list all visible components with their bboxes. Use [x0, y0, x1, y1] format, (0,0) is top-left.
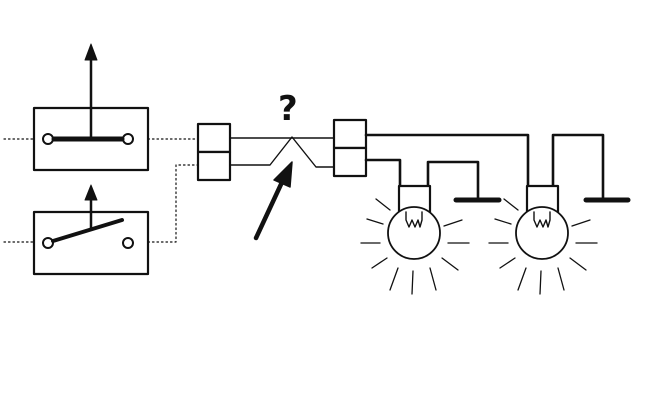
lamp-right-bulb — [515, 206, 569, 260]
ground-lead-left — [426, 160, 480, 201]
wire-between-connectors-lower — [229, 136, 335, 168]
switch-closed-actuator-arrowhead — [84, 43, 98, 61]
connector-right-lower — [332, 146, 368, 178]
lamp-right-filament — [533, 211, 551, 228]
lamp-left-bulb — [387, 206, 441, 260]
lamp-right-rays — [488, 198, 598, 295]
connector-left — [196, 122, 232, 182]
fault-pointer-arrowhead — [273, 161, 293, 188]
wire-to-lamp-left — [364, 158, 402, 188]
fault-pointer-shaft — [253, 177, 286, 241]
lamp-left — [360, 184, 470, 295]
connector-right-upper — [332, 118, 368, 150]
lamp-left-filament — [405, 211, 423, 228]
lamp-right — [488, 184, 598, 295]
ground-lead-right — [551, 133, 605, 201]
switch-open-contact-lever — [51, 218, 124, 243]
switch-open-terminal-left — [42, 237, 54, 249]
question-mark: ? — [278, 89, 298, 129]
switch-open-actuator-arrowhead — [84, 184, 98, 201]
switch-closed — [32, 43, 150, 172]
lamp-left-rays — [360, 198, 470, 295]
connector-left-lower — [196, 150, 232, 182]
connector-right — [332, 118, 368, 178]
switch-open-terminal-right — [122, 237, 134, 249]
wire-to-lamp-right — [364, 133, 530, 188]
fault-pointer-arrow — [253, 161, 293, 241]
connector-left-upper — [196, 122, 232, 154]
switch-open — [32, 184, 150, 276]
wire-switch-open-to-connector — [147, 164, 199, 243]
